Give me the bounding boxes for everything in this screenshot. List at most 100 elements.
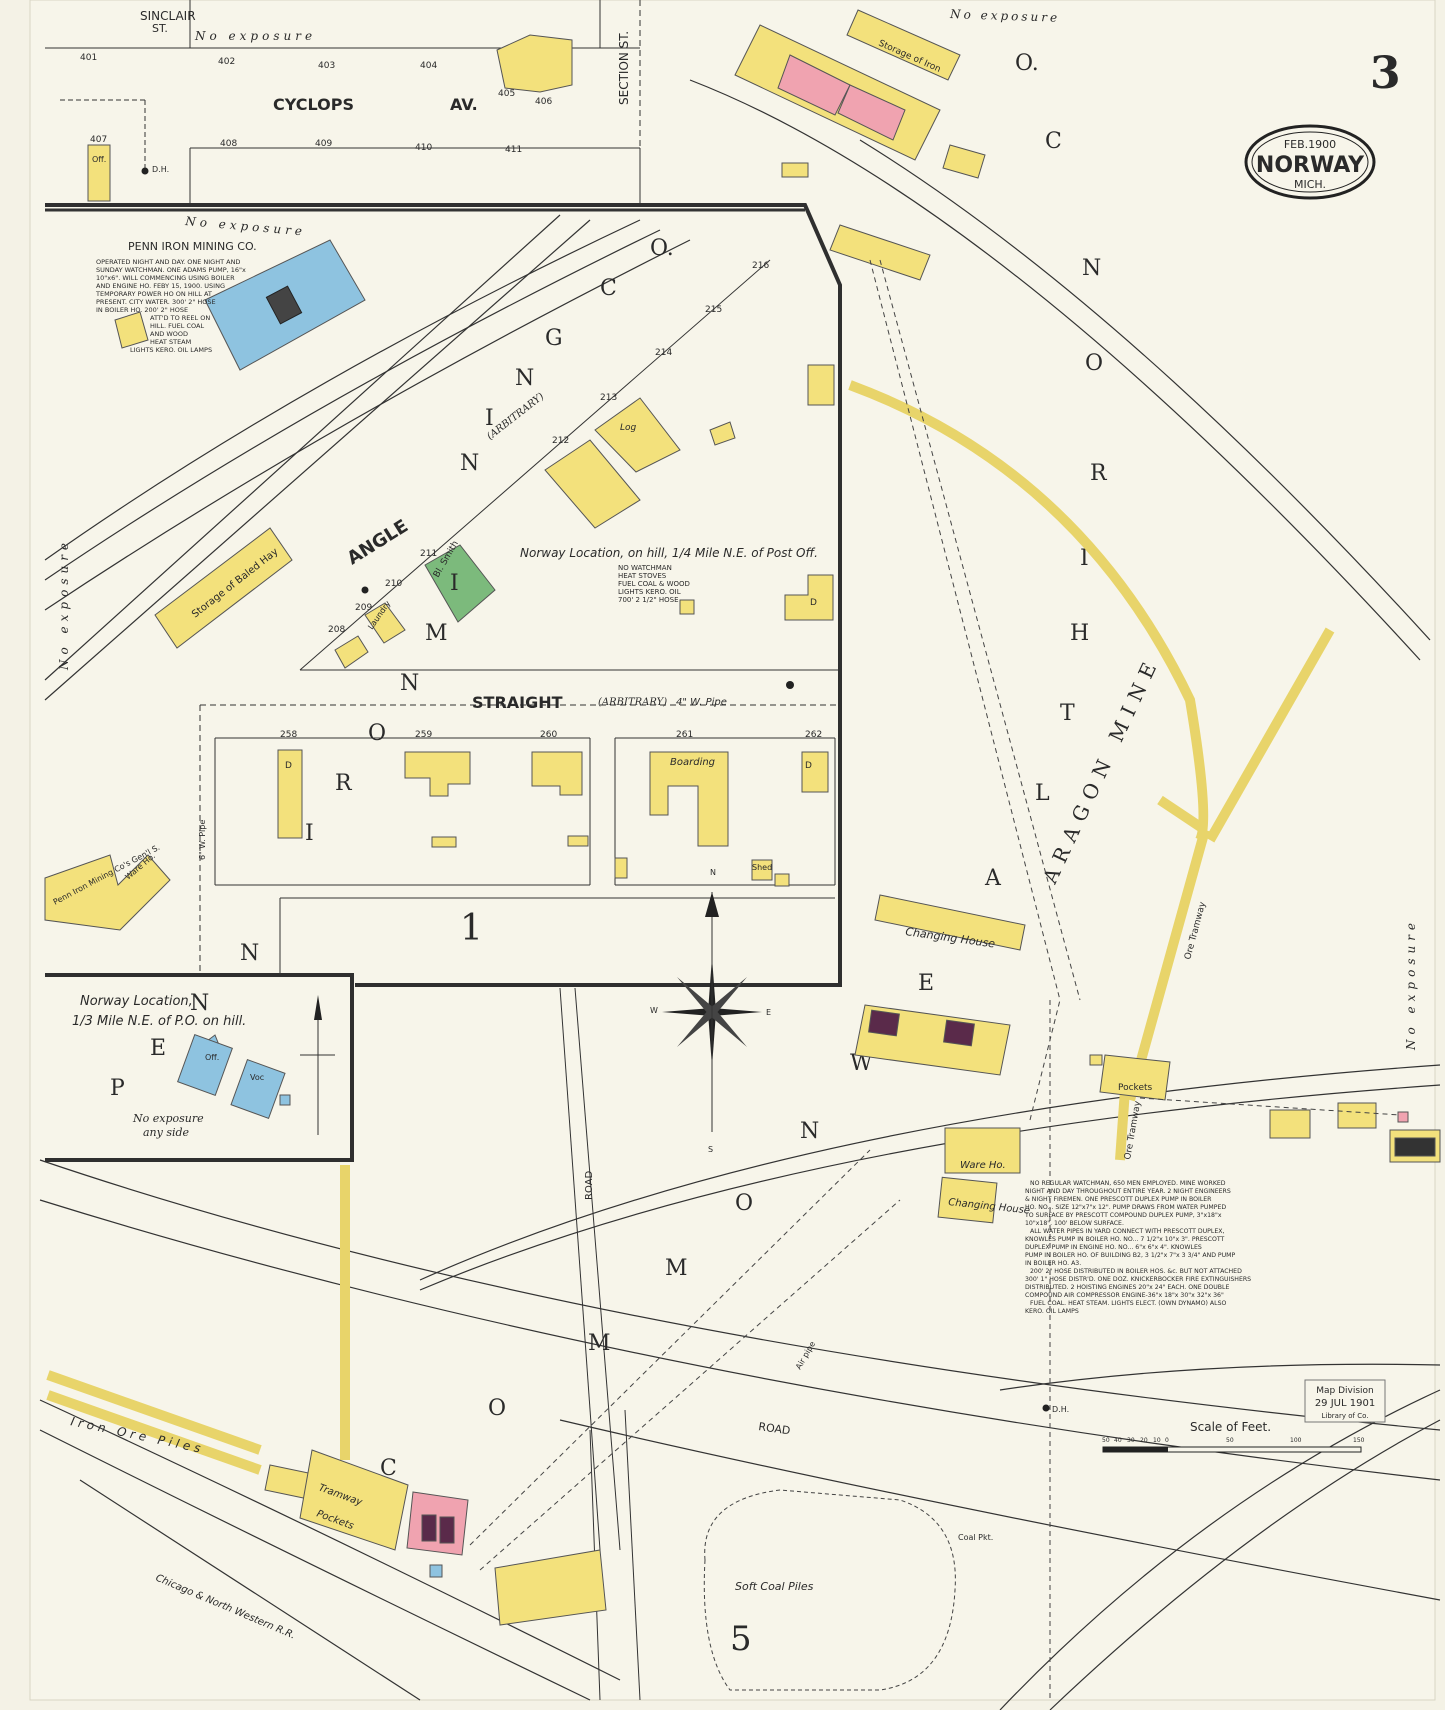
arbitrary-straight: (ARBITRARY) xyxy=(598,697,667,708)
svg-text:COMPOUND AIR COMPRESSOR ENGINE: COMPOUND AIR COMPRESSOR ENGINE-36"x 18"x… xyxy=(1025,1292,1224,1299)
svg-text:TO SURFACE BY PRESCOTT COMPOUN: TO SURFACE BY PRESCOTT COMPOUND DUPLEX P… xyxy=(1024,1212,1222,1219)
svg-text:FUEL COAL. HEAT STEAM. LIGHTS: FUEL COAL. HEAT STEAM. LIGHTS ELECT. (OW… xyxy=(1030,1300,1227,1307)
svg-text:261: 261 xyxy=(676,730,693,740)
svg-text:214: 214 xyxy=(655,348,672,358)
penn-notes: PENN IRON MINING CO. OPERATED NIGHT AND … xyxy=(95,240,257,354)
compass-rose xyxy=(662,892,762,1132)
norway-location-2-line1: Norway Location, xyxy=(80,994,193,1009)
svg-text:408: 408 xyxy=(220,139,237,149)
compass-n: N xyxy=(710,868,716,877)
svg-text:407: 407 xyxy=(90,135,107,145)
svg-text:O: O xyxy=(735,1191,753,1216)
storage-baled-hay xyxy=(154,527,293,649)
angle-lot-numbers: 208 209 210 211 212 213 214 215 216 xyxy=(328,261,769,635)
voc-label: Voc xyxy=(250,1073,264,1082)
svg-text:T: T xyxy=(1060,701,1075,726)
svg-text:0: 0 xyxy=(1165,1437,1169,1444)
angle-buildings xyxy=(334,364,835,669)
cartouche-state: MICH. xyxy=(1294,178,1326,191)
cyclops-av-label: CYCLOPS xyxy=(273,95,354,114)
svg-text:AND WOOD: AND WOOD xyxy=(150,330,188,338)
sinclair-st-label: SINCLAIR xyxy=(140,9,196,23)
svg-text:O.: O. xyxy=(650,236,674,261)
no-exposure-top-right: No exposure xyxy=(949,7,1060,25)
svg-text:C: C xyxy=(1045,129,1062,154)
svg-text:W: W xyxy=(850,1051,873,1076)
no-exposure-right: No exposure xyxy=(1404,918,1418,1051)
hydrant-angle xyxy=(361,586,369,594)
svg-text:ATT'D TO REEL ON: ATT'D TO REEL ON xyxy=(150,314,210,322)
svg-text:10: 10 xyxy=(1153,1437,1161,1444)
svg-text:215: 215 xyxy=(705,305,722,315)
svg-text:150: 150 xyxy=(1353,1437,1365,1444)
sheet-number: 3 xyxy=(1370,48,1401,99)
coal-pocket-label: Coal Pkt. xyxy=(958,1533,993,1542)
svg-text:402: 402 xyxy=(218,57,235,67)
section-st-label: SECTION ST. xyxy=(617,31,631,105)
svg-text:100: 100 xyxy=(1290,1437,1302,1444)
svg-text:Scale of Feet.: Scale of Feet. xyxy=(1190,1420,1271,1434)
svg-text:NO REGULAR WATCHMAN, 650 MEN E: NO REGULAR WATCHMAN, 650 MEN EMPLOYED. M… xyxy=(1030,1180,1226,1187)
svg-text:I: I xyxy=(485,406,494,431)
svg-text:KERO. OIL LAMPS: KERO. OIL LAMPS xyxy=(1025,1308,1079,1315)
svg-text:P: P xyxy=(110,1076,125,1101)
cartouche-date: FEB.1900 xyxy=(1284,138,1336,151)
svg-text:N: N xyxy=(400,671,419,696)
svg-text:401: 401 xyxy=(80,53,97,63)
svg-text:Norway Location, on hill, 1/4: Norway Location, on hill, 1/4 Mile N.E. … xyxy=(520,546,818,560)
dwelling-label-c: D xyxy=(805,761,812,771)
library-stamp: Map Division 29 JUL 1901 Library of Co. xyxy=(1304,1379,1386,1423)
top-lot-numbers: 401 402 403 404 405 406 407 408 409 410 … xyxy=(80,53,552,155)
penn-company-letters: P E N N I R O N M I N I N G C O. xyxy=(110,236,674,1101)
svg-text:L: L xyxy=(1035,781,1050,806)
svg-text:E: E xyxy=(918,971,934,996)
svg-text:HILL. FUEL COAL: HILL. FUEL COAL xyxy=(150,322,204,330)
svg-text:M: M xyxy=(665,1256,688,1281)
svg-text:M: M xyxy=(425,621,448,646)
svg-text:HEAT STEAM: HEAT STEAM xyxy=(150,338,191,346)
svg-text:259: 259 xyxy=(415,730,432,740)
svg-text:HEAT STOVES: HEAT STOVES xyxy=(618,572,667,580)
svg-text:LIGHTS KERO. OIL LAMPS: LIGHTS KERO. OIL LAMPS xyxy=(130,346,212,354)
svg-text:IN BOILER HO. A3.: IN BOILER HO. A3. xyxy=(1025,1260,1081,1267)
compass-e: E xyxy=(766,1008,771,1017)
commonwealth-mine-buildings xyxy=(829,224,1441,1224)
svg-text:O: O xyxy=(1085,351,1103,376)
svg-text:C: C xyxy=(380,1456,397,1481)
svg-text:DUPLEX PUMP IN ENGINE HO. NO..: DUPLEX PUMP IN ENGINE HO. NO... 6"x 6"x … xyxy=(1025,1244,1202,1251)
svg-text:N: N xyxy=(515,366,534,391)
svg-text:405: 405 xyxy=(498,89,515,99)
svg-text:403: 403 xyxy=(318,61,335,71)
svg-text:G: G xyxy=(545,326,563,351)
hydrant-marker xyxy=(141,167,149,175)
hydrant-straight xyxy=(786,681,794,689)
svg-text:Library of Co.: Library of Co. xyxy=(1322,1412,1369,1420)
pockets-label: Pockets xyxy=(1118,1083,1153,1093)
svg-text:A: A xyxy=(984,866,1002,891)
straight-lot-numbers: 258 259 260 261 262 xyxy=(280,730,822,740)
svg-text:AND ENGINE HO. FEBY 15, 1900.: AND ENGINE HO. FEBY 15, 1900. USING xyxy=(96,282,225,290)
svg-text:30: 30 xyxy=(1127,1437,1135,1444)
svg-text:I: I xyxy=(450,571,459,596)
road-label-horizontal: ROAD xyxy=(758,1420,792,1437)
svg-text:Map Division: Map Division xyxy=(1316,1386,1374,1396)
soft-coal-pile-outline xyxy=(703,1489,956,1691)
svg-text:29 JUL 1901: 29 JUL 1901 xyxy=(1315,1398,1375,1409)
svg-text:R: R xyxy=(335,771,353,796)
log-label: Log xyxy=(620,423,637,433)
svg-text:700' 2 1/2" HOSE: 700' 2 1/2" HOSE xyxy=(618,596,679,604)
svg-text:ALL WATER PIPES IN YARD CONNEC: ALL WATER PIPES IN YARD CONNECT WITH PRE… xyxy=(1030,1228,1225,1235)
svg-text:PENN IRON MINING CO.: PENN IRON MINING CO. xyxy=(128,240,257,253)
svg-text:O.: O. xyxy=(1015,51,1039,76)
roads xyxy=(559,987,641,1701)
svg-text:404: 404 xyxy=(420,61,437,71)
svg-text:O: O xyxy=(368,721,386,746)
shed-label: Shed xyxy=(752,863,772,872)
norway-location-2 xyxy=(177,995,335,1135)
office-label-norway: Off. xyxy=(205,1053,219,1062)
svg-text:I: I xyxy=(305,821,314,846)
ware-ho-label: Ware Ho. xyxy=(960,1160,1006,1171)
hydrant-label-lower-right: D.H. xyxy=(1052,1405,1069,1414)
hydrant-label: D.H. xyxy=(152,165,169,174)
